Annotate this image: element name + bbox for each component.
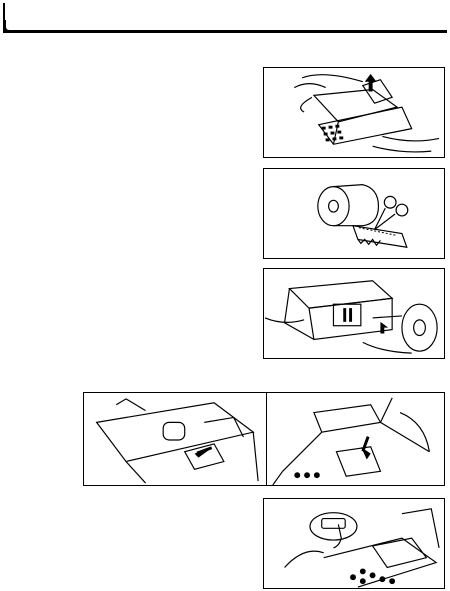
- figure-open-cover: [263, 67, 445, 158]
- figure-press-feed-key: [263, 498, 445, 589]
- open-printer-cover-illustration: [264, 68, 444, 157]
- figure-feed-paper: [83, 392, 445, 486]
- figure-cut-paper: [263, 168, 445, 259]
- header-corner: [3, 20, 16, 33]
- section-header-bar: [3, 3, 447, 33]
- paper-feed-slot-illustration: [84, 393, 444, 485]
- press-paper-feed-key-illustration: [264, 499, 444, 588]
- paper-roll-and-scissors-illustration: [264, 169, 444, 258]
- insert-paper-roll-illustration: [264, 269, 444, 358]
- figure-insert-roll: [263, 268, 445, 359]
- figure-4-divider: [266, 392, 267, 486]
